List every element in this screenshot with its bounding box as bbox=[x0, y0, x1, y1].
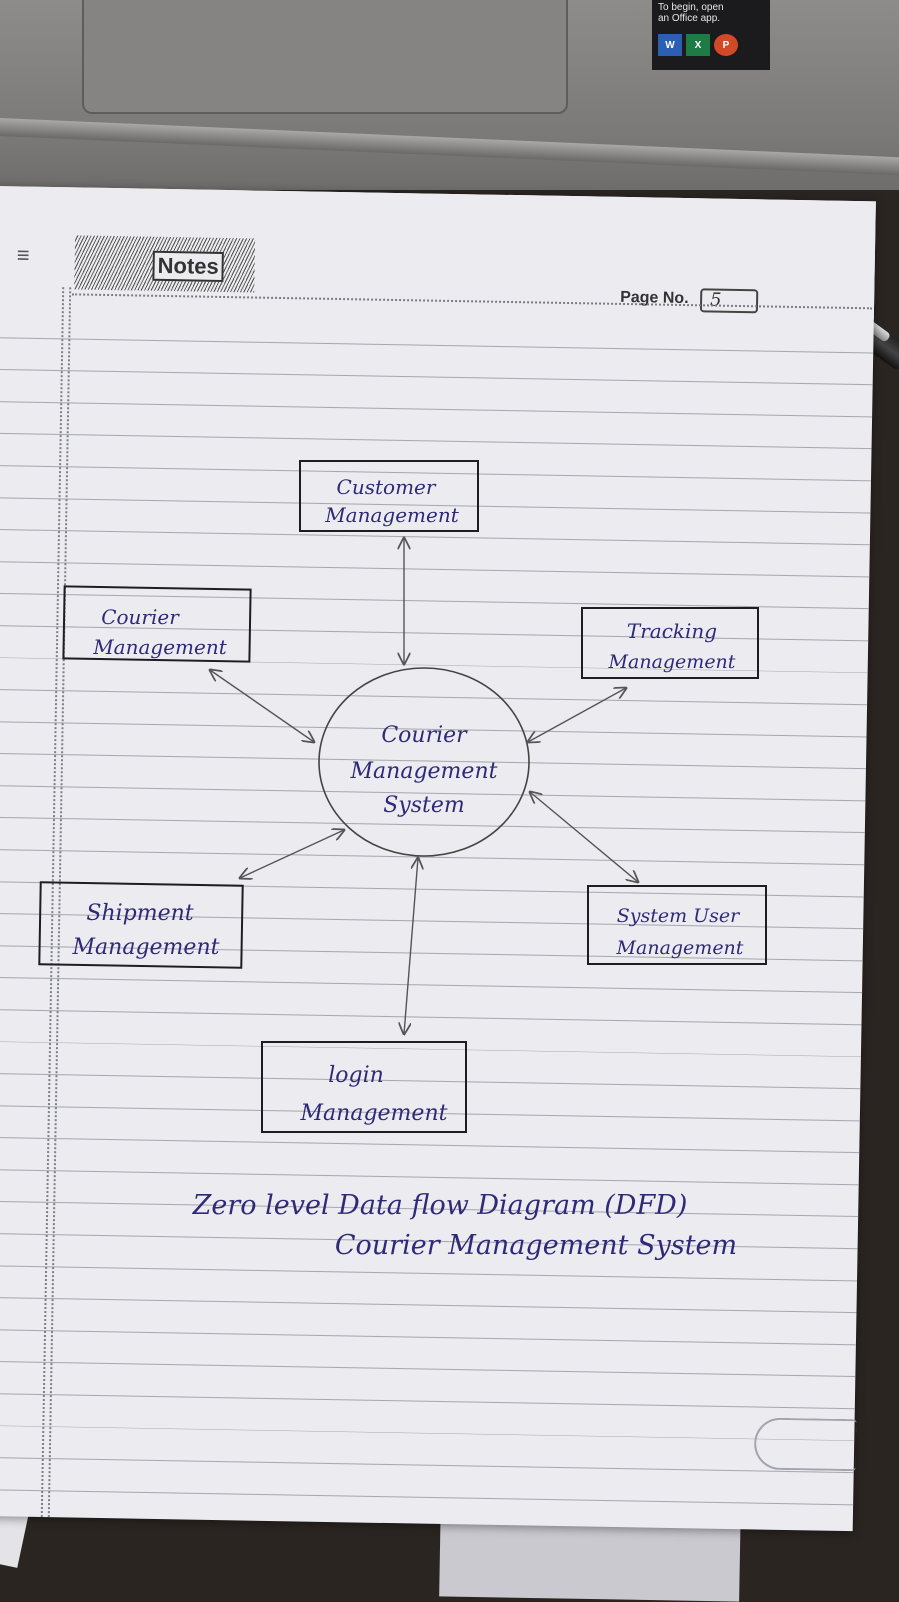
entity-label-1: System User bbox=[617, 905, 741, 927]
entity-login-management: login Management bbox=[261, 1041, 467, 1133]
entity-label-1: Courier bbox=[101, 605, 180, 629]
flow-login bbox=[404, 858, 418, 1034]
entity-label-1: login bbox=[328, 1063, 384, 1088]
process-circle bbox=[318, 667, 530, 857]
entity-system-user-management: System User Management bbox=[587, 885, 767, 965]
entity-label-2: Management bbox=[616, 937, 744, 959]
entity-label-2: Management bbox=[72, 935, 220, 960]
sticker-line-2: an Office app. bbox=[658, 13, 721, 24]
entity-customer-management: Customer Management bbox=[299, 460, 479, 532]
entity-box bbox=[261, 1041, 467, 1133]
process-label-2: Management bbox=[350, 759, 498, 784]
entity-courier-management: Courier Management bbox=[62, 585, 252, 663]
process-courier-management-system: Courier Management System bbox=[318, 667, 530, 857]
entity-label-2: Management bbox=[608, 651, 736, 673]
office-sticker: To begin, open an Office app. W X P bbox=[652, 0, 770, 70]
flow-courier bbox=[210, 670, 314, 742]
laptop-touchpad bbox=[82, 0, 568, 114]
flow-shipment bbox=[240, 830, 344, 878]
entity-box bbox=[38, 881, 244, 969]
process-label-3: System bbox=[383, 793, 465, 818]
entity-box bbox=[62, 585, 252, 663]
entity-label-2: Management bbox=[324, 503, 460, 527]
office-app-icons: W X P bbox=[658, 34, 738, 56]
entity-label-2: Management bbox=[300, 1101, 448, 1126]
entity-label-2: Management bbox=[92, 635, 228, 659]
entity-shipment-management: Shipment Management bbox=[38, 881, 244, 969]
entity-label-1: Tracking bbox=[627, 619, 717, 643]
caption-line-1: Zero level Data flow Diagram (DFD) bbox=[192, 1190, 688, 1221]
flow-system-user bbox=[530, 792, 638, 882]
entity-tracking-management: Tracking Management bbox=[581, 607, 759, 679]
entity-label-1: Shipment bbox=[86, 901, 193, 926]
entity-label-1: Customer bbox=[337, 475, 437, 499]
entity-box bbox=[581, 607, 759, 679]
excel-icon: X bbox=[686, 34, 710, 56]
flow-tracking bbox=[528, 688, 626, 742]
word-icon: W bbox=[658, 34, 682, 56]
entity-box bbox=[299, 460, 479, 532]
diagram-caption: Zero level Data flow Diagram (DFD) Couri… bbox=[192, 1190, 737, 1261]
process-label-1: Courier bbox=[381, 723, 468, 748]
laptop-background: To begin, open an Office app. W X P bbox=[0, 0, 899, 190]
sticker-line-1: To begin, open bbox=[658, 2, 724, 13]
powerpoint-icon: P bbox=[714, 34, 738, 56]
entity-box bbox=[587, 885, 767, 965]
caption-line-2: Courier Management System bbox=[335, 1230, 737, 1261]
